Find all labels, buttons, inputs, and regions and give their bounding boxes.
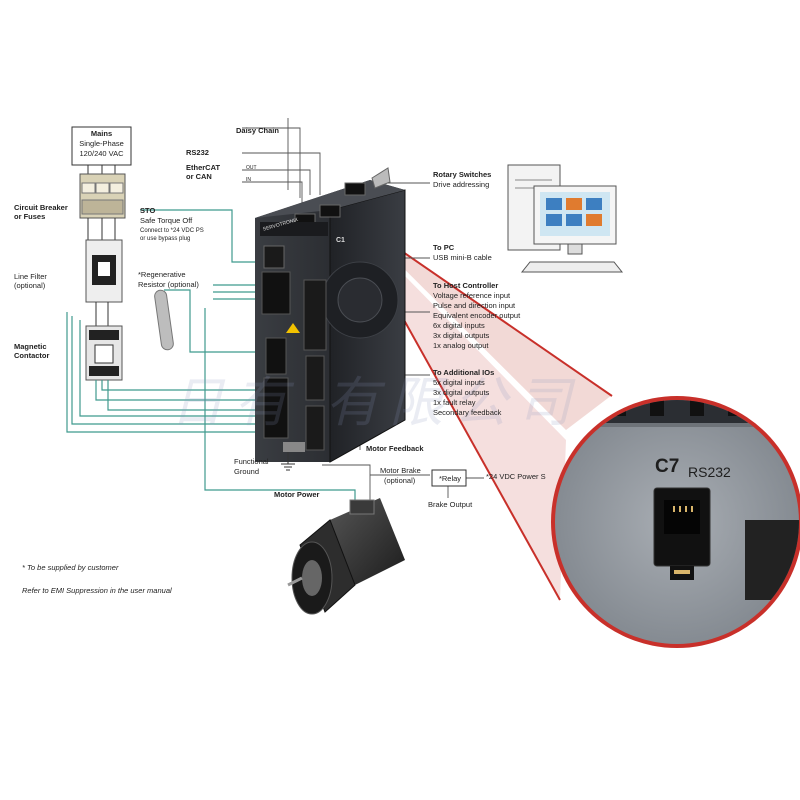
relay-label: *Relay: [438, 474, 462, 483]
additional-io-title: To Additional IOs: [433, 368, 495, 377]
rotary-switches-sub: Drive addressing: [433, 180, 490, 189]
regen-sub: Resistor (optional): [138, 280, 199, 289]
magnetic-contactor-label: Magnetic: [14, 342, 47, 351]
servo-motor: [287, 498, 405, 615]
host-item: 6x digital inputs: [433, 321, 485, 330]
ground-symbol: [281, 452, 295, 471]
magnetic-contactor-sub: Contactor: [14, 351, 50, 360]
motor-brake-sub: (optional): [384, 476, 416, 485]
power-supply-label: *24 VDC Power S: [486, 472, 546, 481]
out-label: OUT: [246, 165, 257, 171]
pc-computer: [507, 164, 624, 273]
to-pc-title: To PC: [433, 243, 455, 252]
motor-feedback-label: Motor Feedback: [366, 444, 424, 453]
zoom-connector-label: RS232: [688, 464, 731, 480]
watermark: 日有 有限公司: [170, 371, 582, 434]
sto-line1: Safe Torque Off: [140, 216, 193, 225]
drive-port-label: C1: [336, 237, 345, 244]
to-pc-sub: USB mini-B cable: [433, 253, 492, 262]
mains-supply-column: [71, 126, 132, 381]
in-label: IN: [246, 177, 251, 183]
circuit-breaker-label: Circuit Breaker: [14, 203, 68, 212]
host-item: 3x digital outputs: [433, 331, 490, 340]
host-item: 1x analog output: [433, 341, 489, 350]
line-filter-sub: (optional): [14, 281, 46, 290]
host-item: Voltage reference input: [433, 291, 511, 300]
footnote-emi: Refer to EMI Suppression in the user man…: [22, 586, 172, 595]
additional-io-item: 1x fault relay: [433, 398, 476, 407]
zoom-connector-id: C7: [655, 456, 680, 477]
brake-output-label: Brake Output: [428, 500, 473, 509]
functional-ground-sub: Ground: [234, 467, 260, 476]
line-filter-label: Line Filter: [14, 272, 47, 281]
relay-box: [431, 469, 467, 487]
ethercat-label: EtherCAT: [186, 163, 221, 172]
mains-voltage: 120/240 VAC: [79, 149, 124, 158]
circuit-breaker-sub: or Fuses: [14, 212, 46, 221]
sto-title: STO: [140, 206, 156, 215]
rs232-zoom-inset: [551, 396, 800, 648]
motor-power-label: Motor Power: [274, 490, 320, 499]
mains-phase: Single-Phase: [79, 139, 124, 148]
daisy-chain-label: Daisy Chain: [236, 126, 279, 135]
mains-title: Mains: [90, 129, 113, 138]
host-controller-title: To Host Controller: [433, 281, 499, 290]
footnote-customer: * To be supplied by customer: [22, 563, 119, 572]
host-item: Pulse and direction input: [433, 301, 516, 310]
additional-io-item: 5x digital inputs: [433, 378, 485, 387]
ethercat-sub: or CAN: [186, 172, 212, 181]
rotary-switches-title: Rotary Switches: [433, 170, 492, 179]
servo-drive: [255, 167, 406, 463]
functional-ground-label: Functional: [234, 457, 269, 466]
additional-io-item: Secondary feedback: [433, 408, 502, 417]
regen-resistor: [154, 289, 174, 351]
additional-io-item: 3x digital outputs: [433, 388, 490, 397]
rs232-label: RS232: [186, 148, 209, 157]
host-item: Equivalent encoder output: [433, 311, 521, 320]
regen-label: *Regenerative: [138, 270, 186, 279]
sto-line2: Connect to *24 VDC PS: [140, 228, 204, 234]
green-wires: [66, 209, 356, 500]
sto-line3: or use bypass plug: [140, 236, 191, 242]
motor-brake-label: Motor Brake: [380, 466, 421, 475]
